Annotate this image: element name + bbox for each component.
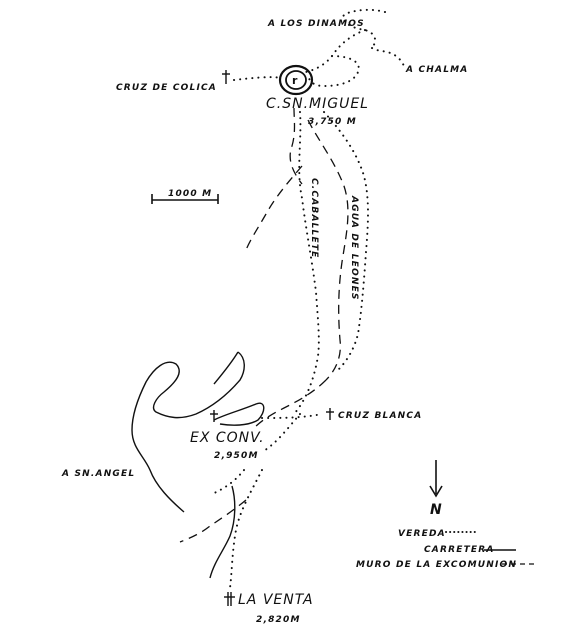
cross-icon-ex-conv (210, 410, 218, 422)
legend-vereda: VEREDA (398, 529, 446, 539)
label-ex-conv: EX CONV. (190, 430, 265, 446)
cross-icon-cruz-blanca (326, 408, 334, 420)
summit-symbol: r (278, 64, 314, 96)
scale-bar: 1000 M (151, 189, 219, 204)
label-summit-name: C.SN.MIGUEL (266, 96, 369, 112)
cross-icon-colica (222, 70, 230, 84)
legend-carretera: CARRETERA (424, 545, 495, 555)
label-summit-altitude: 3,750 M (308, 117, 357, 127)
label-agua-de-leones: AGUA DE LEONES (349, 195, 359, 301)
carretera-roads (131, 351, 265, 579)
cross-icon-la-venta (224, 592, 235, 606)
label-cruz-de-colica: CRUZ DE COLICA (116, 83, 217, 93)
legend: VEREDA CARRETERA MURO DE LA EXCOMUNION (356, 529, 538, 570)
label-la-venta-altitude: 2,820M (256, 615, 301, 625)
legend-muro: MURO DE LA EXCOMUNION (356, 560, 517, 570)
label-la-venta: LA VENTA (238, 592, 314, 608)
vereda-trails (211, 8, 405, 589)
north-label: N (430, 502, 442, 518)
north-arrow-icon: N (429, 460, 443, 518)
label-c-caballete: C.CABALLETE (309, 178, 319, 259)
scale-label: 1000 M (168, 189, 212, 199)
label-cruz-blanca: CRUZ BLANCA (338, 411, 422, 421)
muro-lines (179, 107, 349, 543)
svg-text:r: r (292, 74, 298, 87)
label-ex-conv-altitude: 2,950M (214, 451, 259, 461)
label-a-los-dinamos: A LOS DINAMOS (267, 19, 365, 29)
label-a-chalma: A CHALMA (405, 65, 468, 75)
label-a-sn-angel: A SN.ANGEL (61, 469, 135, 479)
